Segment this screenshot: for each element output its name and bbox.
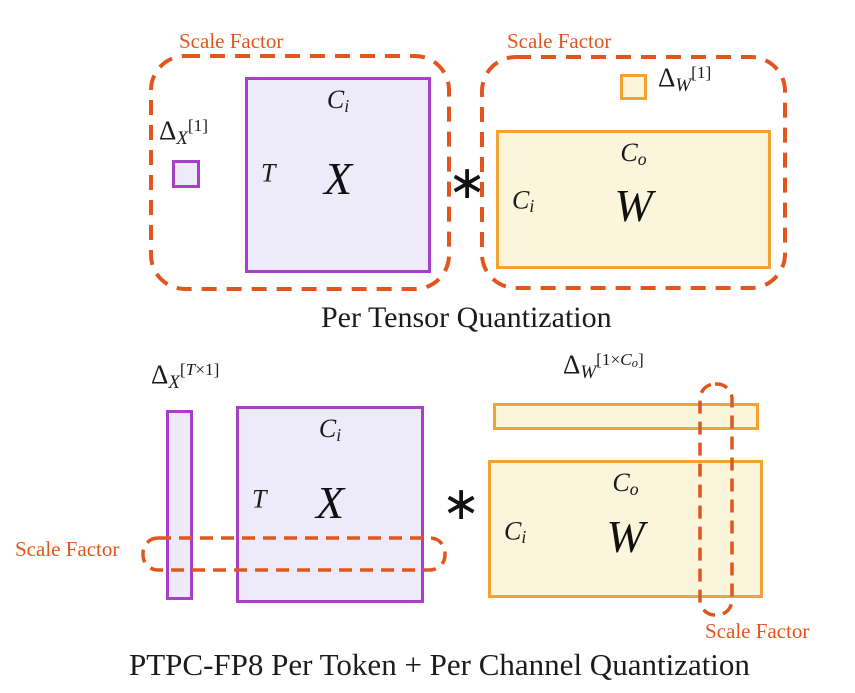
x-matrix-rows-label: T [261, 158, 276, 188]
matmul-operator-top: ∗ [447, 155, 487, 209]
w-matrix-name: W [606, 510, 645, 562]
per-tensor-x-scale-region-dashed-box [149, 54, 451, 291]
per-channel-scale-column-dashed-box [698, 382, 734, 617]
scale-factor-label-channel: Scale Factor [705, 619, 810, 643]
scale-factor-label-top-w: Scale Factor [507, 29, 612, 53]
activation-matrix-top: Ci T X [245, 77, 431, 273]
w-matrix-rows-label: Ci [504, 516, 527, 548]
x-matrix-cols-label: Ci [318, 414, 342, 445]
w-matrix-rows-label: Ci [512, 185, 535, 217]
x-matrix-rows-label: T [252, 484, 267, 514]
scale-factor-label-token: Scale Factor [15, 537, 120, 561]
scale-factor-label-top-x: Scale Factor [179, 29, 284, 53]
w-matrix-cols-label: Co [620, 138, 647, 169]
x-matrix-cols-label: Ci [326, 85, 350, 116]
x-matrix-name: X [315, 476, 345, 528]
delta-w-tensor-label: ΔW[1] [658, 62, 712, 96]
weight-matrix-top: Co Ci W [496, 130, 771, 269]
delta-x-tensor-label: ΔX[1] [159, 115, 209, 149]
per-tensor-x-scale-square [172, 160, 200, 188]
matmul-operator-bottom: ∗ [441, 476, 481, 530]
delta-w-channel-label: ΔW[1×Co] [563, 349, 644, 383]
weight-matrix-bottom: Co Ci W [488, 460, 763, 598]
per-tensor-caption: Per Tensor Quantization [321, 301, 612, 334]
per-token-scale-row-dashed-box [141, 536, 447, 572]
per-tensor-w-scale-square [620, 74, 647, 100]
per-channel-scale-vector [493, 403, 759, 430]
w-matrix-name: W [614, 180, 653, 232]
x-matrix-name: X [323, 152, 353, 204]
delta-x-token-label: ΔX[T×1] [151, 359, 220, 393]
ptpc-caption: PTPC-FP8 Per Token + Per Channel Quantiz… [129, 647, 750, 682]
w-matrix-cols-label: Co [612, 468, 639, 499]
activation-matrix-bottom: Ci T X [236, 406, 424, 603]
